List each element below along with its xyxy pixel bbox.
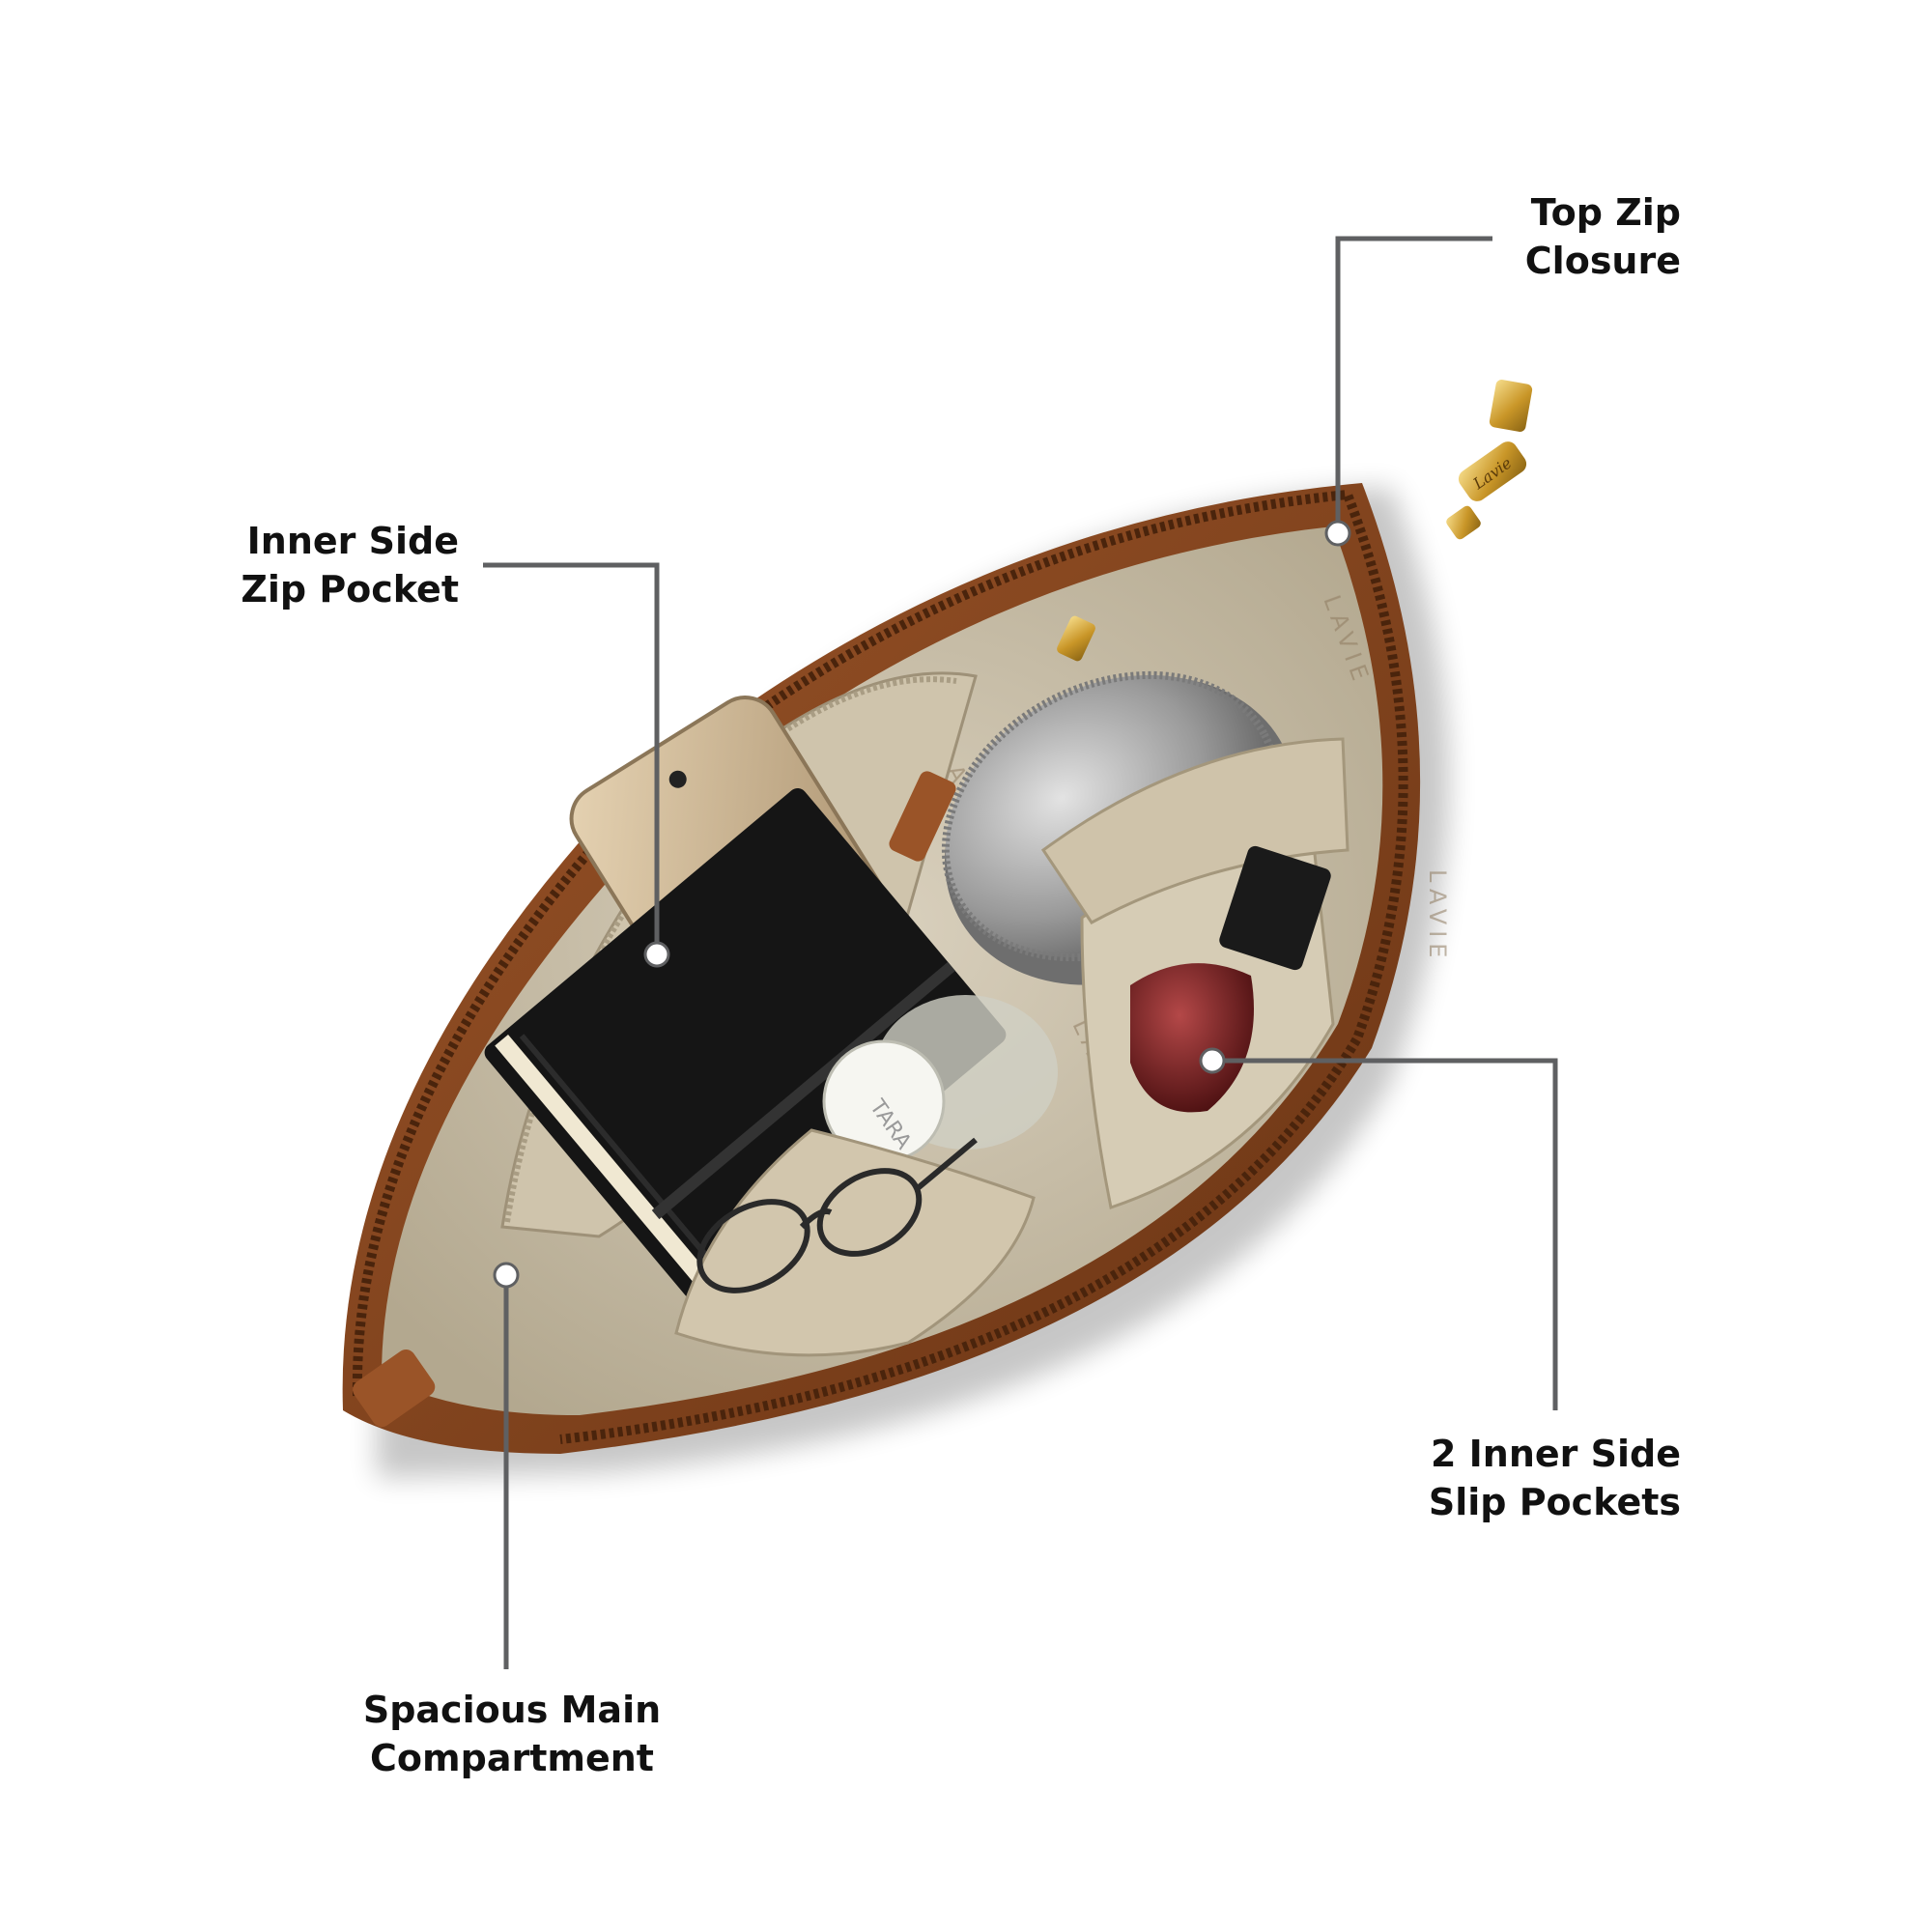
front-slip-pocket — [674, 1128, 1036, 1357]
inner-zip-puller — [1057, 615, 1095, 662]
callout-line-top-zip — [1335, 236, 1492, 530]
callout-inner-zip-line1: Inner Side — [246, 520, 459, 562]
zip-pullers: Lavie — [1446, 380, 1533, 540]
callout-dot-slip-pockets — [1199, 1047, 1226, 1074]
slip-pocket-rear — [1040, 737, 1350, 924]
callout-top-zip-line1: Top Zip — [1530, 191, 1681, 234]
callout-dots — [493, 520, 1351, 1289]
perfume-bottle — [1130, 845, 1331, 1113]
callout-dot-top-zip — [1324, 520, 1351, 547]
callout-line-slip-pockets — [1212, 1058, 1558, 1410]
callout-lines — [483, 236, 1558, 1669]
end-tab — [353, 1350, 436, 1428]
sunglasses — [696, 1137, 978, 1293]
callout-slip-pockets-line2: Slip Pockets — [1428, 1481, 1681, 1523]
callout-slip-pockets: 2 Inner Side Slip Pockets — [1362, 1430, 1681, 1526]
callout-inner-zip-pocket: Inner Side Zip Pocket — [222, 517, 459, 613]
callout-main-line1: Spacious Main — [362, 1689, 662, 1731]
leather-tab — [889, 771, 956, 862]
callout-top-zip-line2: Closure — [1524, 240, 1681, 282]
callout-main-compartment: Spacious Main Compartment — [348, 1686, 676, 1782]
svg-text:LAVIE: LAVIE — [1424, 869, 1451, 963]
callout-slip-pockets-line1: 2 Inner Side — [1430, 1433, 1681, 1475]
small-bottle: TARA — [822, 995, 1058, 1163]
callout-dot-main — [493, 1262, 520, 1289]
callout-top-zip: Top Zip Closure — [1507, 188, 1681, 285]
notebook — [484, 788, 1007, 1299]
callout-main-line2: Compartment — [370, 1737, 654, 1779]
callout-inner-zip-line2: Zip Pocket — [241, 568, 459, 611]
callout-dot-inner-zip — [643, 941, 670, 968]
callout-line-inner-zip — [483, 562, 660, 952]
